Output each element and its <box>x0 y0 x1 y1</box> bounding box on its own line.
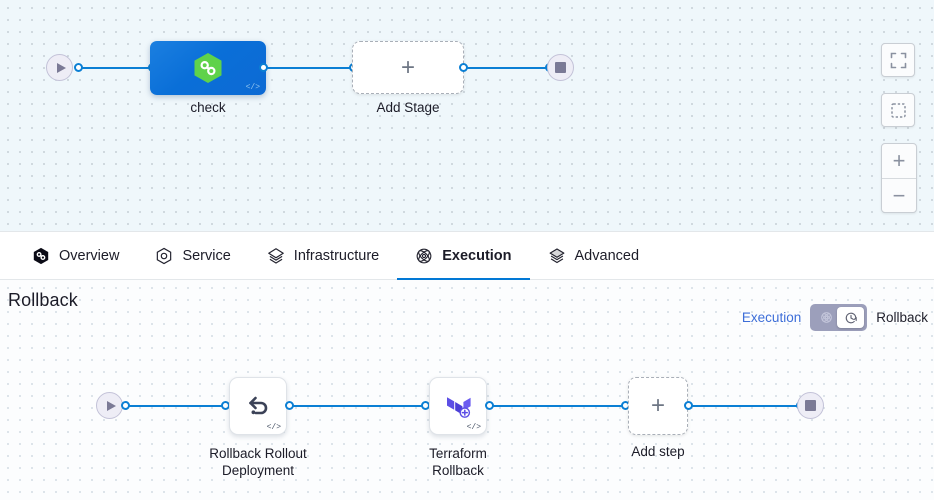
stage-tab-bar: Overview Service Infrastructure <box>0 231 934 281</box>
tab-overview[interactable]: Overview <box>14 232 137 280</box>
rollback-start-node[interactable] <box>96 392 123 419</box>
tab-label: Service <box>182 247 231 264</box>
harness-hexagon-icon <box>33 247 49 264</box>
pipeline-end-node[interactable] <box>547 54 574 81</box>
terraform-icon <box>447 397 471 418</box>
connector-line <box>267 67 355 69</box>
execution-rollback-toggle[interactable] <box>810 304 868 331</box>
connector-line <box>82 67 152 69</box>
add-step-label: Add step <box>631 444 685 459</box>
tab-infrastructure[interactable]: Infrastructure <box>249 232 397 280</box>
zoom-out-icon: − <box>892 182 906 208</box>
plus-icon: + <box>650 392 665 419</box>
code-badge-icon: </> <box>245 83 260 92</box>
advanced-layers-icon <box>549 247 564 263</box>
connector-line <box>692 405 800 407</box>
pipeline-start-node[interactable] <box>46 54 73 81</box>
code-badge-icon: </> <box>266 423 281 432</box>
toggle-label-execution[interactable]: Execution <box>741 310 802 325</box>
tab-label: Infrastructure <box>293 247 380 264</box>
marquee-select-button[interactable] <box>881 93 915 127</box>
stage-node-check[interactable]: </> <box>150 41 266 95</box>
zoom-in-button[interactable]: + <box>882 144 916 178</box>
connector-line <box>293 405 425 407</box>
fullscreen-button[interactable] <box>881 43 915 77</box>
rollback-section-title: Rollback <box>8 290 78 310</box>
play-icon <box>56 62 66 73</box>
play-icon <box>106 400 116 411</box>
rollback-canvas[interactable]: </> Rollback Rollout Deployment </> Terr… <box>0 280 934 500</box>
toggle-slot-execution <box>813 307 839 328</box>
step-node-rollback-rollout-deployment[interactable]: </> <box>229 377 287 435</box>
connector-line <box>467 67 550 69</box>
marquee-select-icon <box>890 102 906 118</box>
toggle-label-rollback: Rollback <box>876 310 928 325</box>
zoom-controls: + − <box>881 143 917 213</box>
rollback-clock-icon <box>845 312 857 323</box>
add-step-button[interactable]: + <box>628 377 688 435</box>
stop-icon <box>805 400 816 411</box>
plus-icon: + <box>400 53 415 81</box>
execution-rollback-toggle-group: Execution <box>742 304 928 331</box>
add-stage-button[interactable]: + <box>352 41 464 94</box>
fullscreen-icon <box>890 52 906 68</box>
connector-line <box>129 405 225 407</box>
stop-icon <box>555 62 566 73</box>
tab-label: Advanced <box>574 247 640 264</box>
tab-label: Overview <box>59 247 120 264</box>
add-stage-label: Add Stage <box>376 100 440 115</box>
step-label-terraform-rollback: Terraform Rollback <box>429 446 487 478</box>
zoom-in-icon: + <box>892 148 906 173</box>
tab-label: Execution <box>442 247 512 264</box>
rollback-end-node[interactable] <box>797 392 824 419</box>
service-hexagon-icon <box>157 247 172 264</box>
execution-icon <box>416 248 432 263</box>
tab-execution[interactable]: Execution <box>397 232 530 281</box>
tab-service[interactable]: Service <box>137 232 248 280</box>
toggle-thumb-rollback <box>837 307 865 328</box>
harness-hexagon-green-icon <box>194 53 222 83</box>
stage-canvas[interactable]: </> check + Add Stage <box>0 0 934 231</box>
connector-line <box>493 405 625 407</box>
step-node-terraform-rollback[interactable]: </> <box>429 377 487 435</box>
infrastructure-layers-icon <box>268 247 284 264</box>
execution-icon <box>820 312 832 323</box>
code-badge-icon: </> <box>466 423 481 432</box>
rollback-arrow-icon <box>249 396 268 415</box>
step-label-rollback-rollout-deployment: Rollback Rollout Deployment <box>209 446 307 478</box>
zoom-out-button[interactable]: − <box>882 178 916 212</box>
tab-advanced[interactable]: Advanced <box>530 232 658 280</box>
stage-label-check: check <box>190 100 226 115</box>
